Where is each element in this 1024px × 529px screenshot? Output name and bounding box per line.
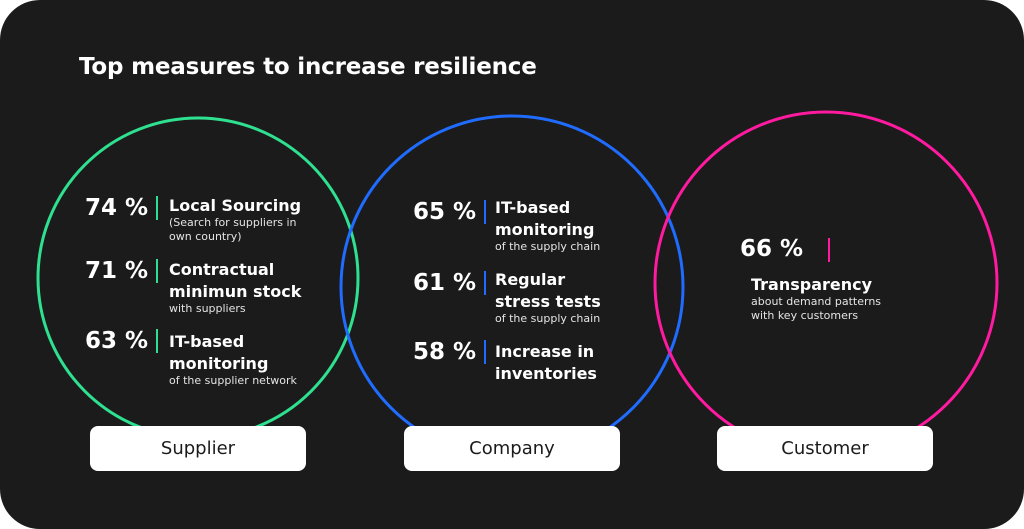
measure-detail: of the supplier network: [169, 374, 297, 387]
measure-label: monitoring: [169, 354, 269, 373]
percentage-value: 66 %: [740, 236, 804, 262]
measure-label: inventories: [495, 364, 597, 383]
percentage-value: 71 %: [84, 258, 148, 284]
supplier-pill: Supplier: [90, 426, 306, 471]
accent-bar: [484, 340, 486, 364]
accent-bar: [484, 271, 486, 295]
measure-label: minimun stock: [169, 282, 302, 301]
measure-label: monitoring: [495, 220, 595, 239]
measure-detail: with suppliers: [169, 302, 246, 315]
percentage-value: 61 %: [412, 270, 476, 296]
measure-detail: of the supply chain: [495, 240, 601, 253]
company-pill: Company: [404, 426, 620, 471]
accent-bar: [156, 329, 158, 353]
customer-pill: Customer: [717, 426, 933, 471]
measure-label: IT-based: [169, 332, 245, 351]
percentage-value: 63 %: [84, 328, 148, 354]
measure-detail: about demand patterns: [751, 295, 882, 308]
measure-label: Increase in: [495, 342, 595, 361]
accent-bar: [156, 196, 158, 220]
percentage-value: 65 %: [412, 199, 476, 225]
percentage-value: 58 %: [412, 339, 476, 365]
measure-detail: own country): [169, 230, 242, 243]
accent-bar: [828, 238, 830, 262]
measure-label: Transparency: [751, 275, 873, 294]
measure-label: Regular: [495, 270, 566, 289]
percentage-value: 74 %: [84, 195, 148, 221]
accent-bar: [156, 259, 158, 283]
measure-label: IT-based: [495, 198, 571, 217]
measure-detail: with key customers: [751, 309, 859, 322]
measure-detail: of the supply chain: [495, 312, 601, 325]
measure-label: Contractual: [169, 260, 275, 279]
accent-bar: [484, 200, 486, 224]
measure-detail: (Search for suppliers in: [169, 216, 297, 229]
chart-title: Top measures to increase resilience: [79, 54, 537, 80]
measure-label: Local Sourcing: [169, 196, 302, 215]
measure-label: stress tests: [495, 292, 601, 311]
